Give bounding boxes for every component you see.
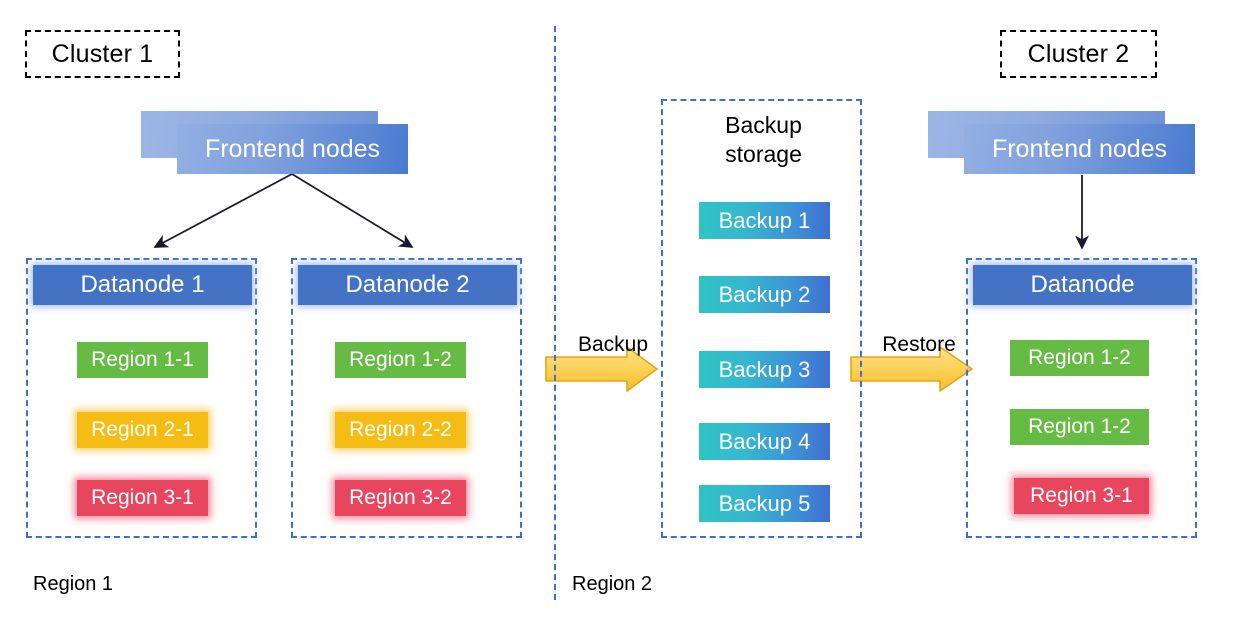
cluster-2-title-chip: Cluster 2 [1000, 30, 1157, 78]
datanode-2-region-1[interactable]: Region 2-2 [335, 412, 466, 448]
datanode-2-region-1-label: Region 2-2 [349, 418, 452, 441]
frontend-nodes-left-label: Frontend nodes [204, 134, 381, 163]
backup-flow-label-text: Backup [577, 333, 649, 356]
backup-item-2-label: Backup 2 [718, 281, 811, 307]
backup-item-3[interactable]: Backup 3 [699, 351, 830, 388]
datanode-2-region-0-label: Region 1-2 [349, 348, 452, 371]
backup-item-3-label: Backup 3 [718, 356, 811, 382]
datanode-2-header[interactable]: Datanode 2 [298, 265, 517, 305]
backup-flow-label: Backup [563, 333, 663, 357]
datanode-3-header[interactable]: Datanode [973, 265, 1192, 305]
datanode-1-region-1-label: Region 2-1 [91, 418, 194, 441]
datanode-1-region-1[interactable]: Region 2-1 [77, 412, 208, 448]
datanode-1-region-0[interactable]: Region 1-1 [77, 342, 208, 378]
backup-item-5-label: Backup 5 [718, 490, 811, 516]
datanode-1-region-2[interactable]: Region 3-1 [77, 480, 208, 516]
backup-item-2[interactable]: Backup 2 [699, 276, 830, 313]
frontend-nodes-right-label: Frontend nodes [991, 134, 1168, 163]
connector-frontend-to-datanode-1 [153, 173, 293, 248]
backup-item-1-label: Backup 1 [718, 207, 811, 233]
datanode-3-title: Datanode [1030, 271, 1135, 298]
frontend-nodes-left[interactable]: Frontend nodes [177, 124, 408, 174]
datanode-1-container: Datanode 1 Region 1-1 Region 2-1 Region … [26, 258, 257, 538]
region-1-label-text: Region 1 [33, 573, 114, 595]
backup-item-1[interactable]: Backup 1 [699, 202, 830, 239]
backup-storage-title-line-1: Backup [725, 112, 802, 138]
datanode-3-container: Datanode Region 1-2 Region 1-2 Region 3-… [966, 258, 1197, 538]
datanode-1-title: Datanode 1 [80, 271, 205, 298]
cluster-1-title: Cluster 1 [51, 39, 154, 68]
backup-storage-title-line-2: storage [725, 141, 802, 168]
restore-flow-label-text: Restore [882, 333, 956, 356]
datanode-2-region-2[interactable]: Region 3-2 [335, 480, 466, 516]
datanode-3-region-0-label: Region 1-2 [1028, 346, 1131, 369]
datanode-3-region-2[interactable]: Region 3-1 [1014, 478, 1149, 514]
region-2-label: Region 2 [572, 573, 652, 596]
region-divider-line [554, 26, 556, 600]
datanode-1-region-0-label: Region 1-1 [91, 348, 194, 371]
region-2-label-text: Region 2 [572, 573, 653, 595]
datanode-2-title: Datanode 2 [345, 271, 470, 298]
restore-flow-label: Restore [866, 333, 972, 357]
datanode-2-container: Datanode 2 Region 1-2 Region 2-2 Region … [291, 258, 522, 538]
datanode-1-header[interactable]: Datanode 1 [33, 265, 252, 305]
datanode-3-region-0[interactable]: Region 1-2 [1010, 340, 1149, 376]
datanode-3-region-1-label: Region 1-2 [1028, 415, 1131, 438]
backup-item-4-label: Backup 4 [718, 428, 811, 454]
backup-storage-title: Backup storage [663, 111, 864, 170]
frontend-nodes-right[interactable]: Frontend nodes [964, 124, 1195, 174]
datanode-3-region-2-label: Region 3-1 [1030, 484, 1133, 507]
datanode-2-region-2-label: Region 3-2 [349, 486, 452, 509]
backup-storage-container: Backup storage Backup 1 Backup 2 Backup … [661, 99, 862, 538]
cluster-2-title: Cluster 2 [1027, 39, 1130, 68]
connector-frontend-to-datanode-2 [291, 173, 414, 248]
datanode-2-region-0[interactable]: Region 1-2 [335, 342, 466, 378]
datanode-3-region-1[interactable]: Region 1-2 [1010, 409, 1149, 445]
cluster-1-title-chip: Cluster 1 [25, 30, 180, 78]
backup-item-5[interactable]: Backup 5 [699, 485, 830, 522]
backup-item-4[interactable]: Backup 4 [699, 423, 830, 460]
region-1-label: Region 1 [33, 573, 113, 596]
datanode-1-region-2-label: Region 3-1 [91, 486, 194, 509]
